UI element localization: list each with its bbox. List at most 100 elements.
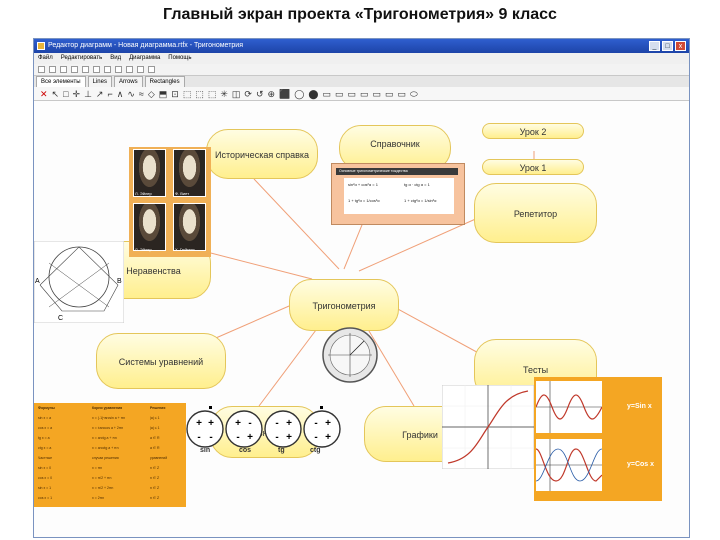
- selection-handle[interactable]: [209, 406, 212, 409]
- app-window: Редактор диаграмм - Новая диаграмма.rtfx…: [33, 38, 690, 538]
- table-cell: x = arctg a + πn: [92, 436, 117, 440]
- shape-tool-icon[interactable]: ⊡: [171, 88, 179, 99]
- portrait-caption: Х. Гюйгенс: [175, 247, 195, 252]
- shape-tool-icon[interactable]: ✕: [40, 88, 48, 99]
- sign-circle: [225, 410, 263, 448]
- table-cell: x = πn: [92, 466, 103, 470]
- menu-edit[interactable]: Редактировать: [60, 55, 103, 61]
- selection-handle[interactable]: [320, 406, 323, 409]
- tab-lines[interactable]: Lines: [87, 76, 112, 87]
- sign-symbol: +: [325, 418, 331, 429]
- shape-tool-icon[interactable]: ⬚: [195, 88, 204, 99]
- sign-symbol: +: [235, 418, 241, 429]
- shape-tool-icon[interactable]: ⬚: [182, 88, 192, 99]
- sine-curve: [536, 394, 602, 420]
- diagram-canvas[interactable]: Историческая справка Справочник Урок 2 У…: [34, 101, 689, 537]
- new-icon[interactable]: [38, 66, 45, 73]
- shape-tool-icon[interactable]: ⬭: [410, 88, 418, 99]
- tab-arrows[interactable]: Arrows: [113, 76, 143, 87]
- shape-tool-icon[interactable]: ◇: [147, 88, 155, 99]
- node-history[interactable]: Историческая справка: [206, 129, 318, 179]
- table-cell: ctg x = a: [38, 446, 52, 450]
- cosine-graph-label: y=Cos x: [627, 461, 655, 468]
- node-systems[interactable]: Системы уравнений: [96, 333, 226, 389]
- figure-label-c: C: [58, 315, 63, 322]
- shape-tool-icon[interactable]: ▭: [359, 88, 369, 99]
- shape-tool-icon[interactable]: ⌐: [107, 88, 113, 99]
- cut-icon[interactable]: [82, 66, 89, 73]
- identities-image[interactable]: Основные тригонометрические тождества si…: [331, 163, 465, 225]
- shape-tool-icon[interactable]: ⬒: [158, 88, 168, 99]
- shape-tool-icon[interactable]: ▭: [372, 88, 382, 99]
- table-cell: cos x = 1: [38, 496, 53, 500]
- redo-icon[interactable]: [126, 66, 133, 73]
- node-center[interactable]: Тригонометрия: [289, 279, 399, 331]
- shape-tool-icon[interactable]: ▭: [397, 88, 407, 99]
- window-title: Редактор диаграмм - Новая диаграмма.rtfx…: [48, 42, 244, 49]
- menu-file[interactable]: Файл: [38, 55, 53, 61]
- table-cell: n ∈ Z: [150, 466, 160, 470]
- signs-image[interactable]: ++--+--+-+-+-+-+: [186, 405, 346, 457]
- shape-tool-icon[interactable]: ∧: [116, 88, 124, 99]
- node-lesson2[interactable]: Урок 2: [482, 123, 584, 139]
- shape-tool-icon[interactable]: ✳: [220, 88, 228, 99]
- close-button[interactable]: x: [675, 41, 686, 51]
- shape-tool-icon[interactable]: ◫: [231, 88, 241, 99]
- undo-icon[interactable]: [115, 66, 122, 73]
- shape-tool-icon[interactable]: ⬤: [308, 88, 319, 99]
- table-cell: n ∈ Z: [150, 496, 160, 500]
- menu-view[interactable]: Вид: [110, 55, 122, 61]
- figure-label-b: B: [117, 278, 122, 285]
- shape-tool-icon[interactable]: ⬛: [279, 88, 291, 99]
- shape-tool-icon[interactable]: ⟳: [244, 88, 252, 99]
- sign-symbol: -: [209, 432, 212, 443]
- shape-tool-icon[interactable]: ▭: [334, 88, 344, 99]
- menu-help[interactable]: Помощь: [168, 55, 192, 61]
- shape-tool-icon[interactable]: ≈: [138, 88, 144, 99]
- portraits-image[interactable]: Л. Эйлер Ф. Виет Л. Эйлер Х. Гюйгенс: [129, 147, 211, 257]
- table-cell: x = π/2 + 2πn: [92, 486, 114, 490]
- print-icon[interactable]: [71, 66, 78, 73]
- tab-all-elements[interactable]: Все элементы: [36, 76, 86, 87]
- image-icon[interactable]: [148, 66, 155, 73]
- shape-tool-icon[interactable]: ▭: [385, 88, 394, 99]
- unit-circle-image[interactable]: [322, 327, 378, 383]
- sincos-graphs-panel[interactable]: y=Sin x y=Cos x: [534, 377, 662, 501]
- app-icon: [37, 42, 45, 50]
- open-icon[interactable]: [49, 66, 56, 73]
- maximize-button[interactable]: □: [662, 41, 673, 51]
- sign-circle: [303, 410, 341, 448]
- copy-icon[interactable]: [93, 66, 100, 73]
- identities-body: sin²α + cos²α = 1 tg α · ctg α = 1 1 + t…: [344, 178, 454, 214]
- shape-tool-icon[interactable]: ✛: [72, 88, 81, 99]
- zoom-icon[interactable]: [137, 66, 144, 73]
- geometry-figure-image[interactable]: A B C: [34, 241, 124, 323]
- table-cell: случаи решения: [92, 456, 119, 460]
- shape-tool-icon[interactable]: ◯: [294, 88, 305, 99]
- shape-tool-icon[interactable]: ↖: [51, 88, 60, 99]
- table-cell: sin x = a: [38, 416, 52, 420]
- portrait-caption: Ф. Виет: [175, 191, 190, 196]
- node-lesson1[interactable]: Урок 1: [482, 159, 584, 175]
- shape-tool-icon[interactable]: ∿: [127, 88, 135, 99]
- shape-tool-icon[interactable]: ↺: [255, 88, 264, 99]
- table-cell: n ∈ Z: [150, 486, 160, 490]
- shape-tool-icon[interactable]: ⬚: [207, 88, 217, 99]
- shape-tool-icon[interactable]: ↗: [95, 88, 104, 99]
- menu-diagram[interactable]: Диаграмма: [129, 55, 161, 61]
- tangent-graph-image[interactable]: [442, 385, 534, 469]
- tab-rectangles[interactable]: Rectangles: [144, 76, 185, 87]
- shape-tool-icon[interactable]: ▭: [322, 88, 331, 99]
- minimize-button[interactable]: _: [649, 41, 660, 51]
- identity-formula: sin²α + cos²α = 1: [348, 182, 378, 187]
- shape-tool-icon[interactable]: □: [63, 88, 69, 99]
- shape-tool-icon[interactable]: ▭: [347, 88, 356, 99]
- node-tutor[interactable]: Репетитор: [474, 183, 597, 243]
- shape-tool-icon[interactable]: ⊥: [84, 88, 92, 99]
- save-icon[interactable]: [60, 66, 67, 73]
- title-bar[interactable]: Редактор диаграмм - Новая диаграмма.rtfx…: [34, 39, 689, 53]
- table-cell: cos x = 0: [38, 476, 53, 480]
- paste-icon[interactable]: [104, 66, 111, 73]
- shape-tool-icon[interactable]: ⊕: [267, 88, 276, 99]
